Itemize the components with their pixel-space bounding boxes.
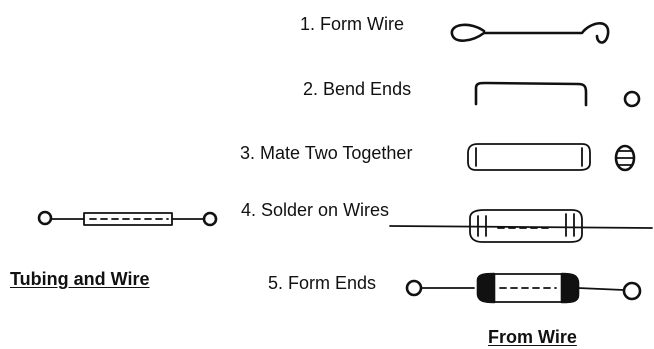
mated-inner <box>475 147 583 167</box>
step-4-illustration <box>389 209 653 243</box>
tubing-and-wire-illustration <box>37 210 218 227</box>
form-end-right-wire <box>577 287 625 291</box>
right-loop <box>202 211 218 227</box>
formed-wire <box>450 22 610 44</box>
mated-outer <box>467 143 591 171</box>
step-4-label: 4. Solder on Wires <box>241 200 390 220</box>
step-2-illustration <box>474 81 641 108</box>
solder-inner <box>477 213 575 237</box>
bent-wire-end-view <box>623 90 641 108</box>
left-loop <box>37 210 53 226</box>
through-wire <box>389 225 653 229</box>
bent-wire <box>474 81 588 107</box>
step-1-label: 1. Form Wire <box>300 14 405 34</box>
step-5-label: 5. Form Ends <box>268 273 377 293</box>
from-wire-caption: From Wire <box>488 327 577 347</box>
solder-body <box>469 209 583 243</box>
solder-joint-left <box>476 272 496 304</box>
step-1-illustration <box>450 22 610 44</box>
form-end-left-loop <box>405 279 423 297</box>
step-2-label: 2. Bend Ends <box>303 79 412 99</box>
step-3-label: 3. Mate Two Together <box>240 143 413 163</box>
mated-end-view <box>614 144 636 172</box>
form-end-right-loop <box>622 281 642 301</box>
solder-joint-right <box>560 272 580 304</box>
step-5-illustration <box>405 272 642 304</box>
step-3-illustration <box>467 143 636 172</box>
tubing-and-wire-caption: Tubing and Wire <box>10 269 150 289</box>
mated-end-coils <box>616 150 634 166</box>
